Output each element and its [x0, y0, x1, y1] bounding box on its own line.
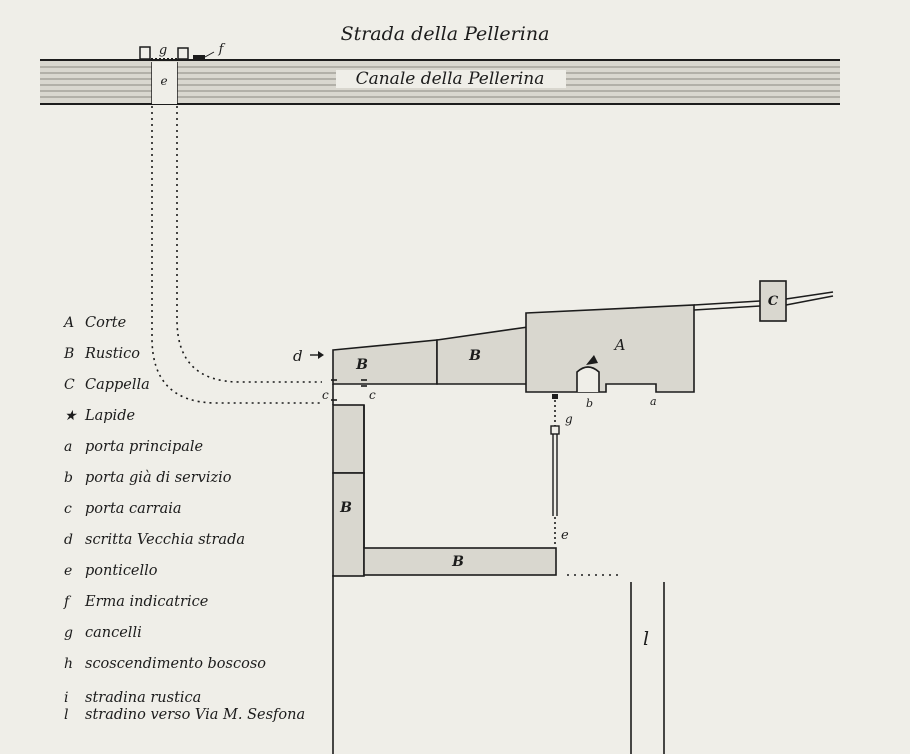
herm-marker	[193, 51, 215, 59]
block-corte-label: A	[613, 336, 626, 354]
block-b-top	[332, 339, 438, 385]
chapel-label: C	[768, 294, 779, 309]
tag-b: b	[586, 397, 593, 410]
block-b-left-upper	[332, 404, 365, 474]
road-label: Strada della Pellerina	[341, 23, 550, 45]
block-b-mid-label: B	[468, 348, 481, 364]
tag-e: e	[561, 528, 569, 543]
wall-lines	[332, 291, 834, 754]
block-b-bottom	[363, 547, 557, 576]
tag-canal-f: f	[218, 42, 226, 57]
arrow-icon	[310, 351, 324, 359]
service-door	[576, 355, 600, 392]
tag-g: g	[565, 412, 573, 426]
tag-canal-g: g	[159, 43, 167, 58]
tag-canal-e: e	[160, 74, 167, 88]
bridge-gate	[139, 46, 189, 104]
tag-d: d	[293, 347, 303, 365]
building-blocks	[332, 304, 695, 577]
block-b-left	[332, 472, 365, 577]
tag-l: l	[643, 628, 649, 650]
legend-item: ★Lapide	[64, 401, 305, 432]
tag-c-left: c	[322, 388, 329, 402]
chapel	[759, 280, 787, 322]
inner-gate	[550, 394, 622, 576]
block-b-bottom-label: B	[451, 554, 464, 570]
tag-a: a	[650, 395, 657, 408]
block-b-left-label: B	[339, 500, 352, 516]
old-road-path	[151, 106, 322, 404]
tag-c-right: c	[369, 388, 376, 402]
carriage-gates	[331, 379, 367, 401]
canal-label: Canale della Pellerina	[356, 69, 545, 89]
star-icon: ★	[64, 408, 77, 424]
block-b-top-label: B	[355, 357, 368, 373]
block-corte	[525, 304, 695, 393]
block-b-mid	[436, 326, 529, 385]
